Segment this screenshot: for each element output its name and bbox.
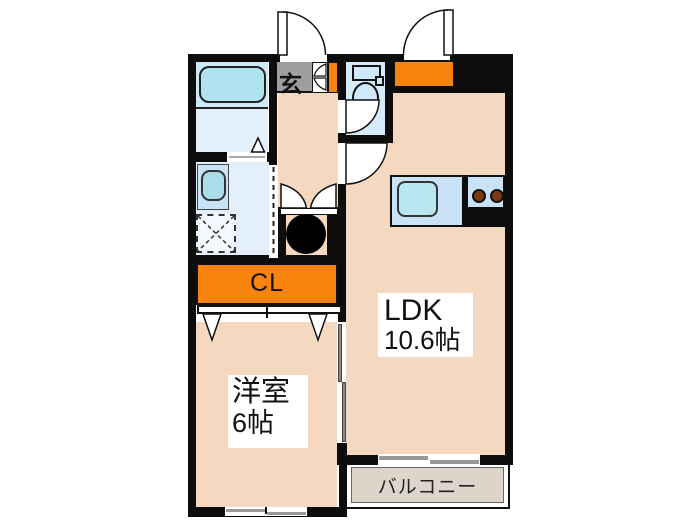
- closet: [196, 263, 338, 305]
- utility-alcove-circle: [286, 214, 326, 254]
- ldk-label-box: LDK 10.6帖: [378, 293, 473, 357]
- partition-sliding-panel: [338, 324, 342, 382]
- wall-under-storage: [393, 87, 513, 93]
- wall-closet-right: [338, 263, 346, 322]
- toilet-bowl: [352, 82, 379, 114]
- wall-bathroom-right: [269, 62, 277, 263]
- hallway-floor: [278, 93, 338, 213]
- storage-box-top-right: [393, 60, 455, 88]
- service-door-arc: [402, 9, 449, 56]
- ldk-door-opening: [338, 143, 346, 184]
- entrance-door-arc: [282, 11, 327, 56]
- wall-left: [188, 54, 196, 517]
- balcony-window-pane: [430, 460, 479, 464]
- toilet-tank: [352, 65, 381, 81]
- shoe-cabinet-door-strip: [312, 62, 328, 93]
- wall-right: [505, 54, 513, 465]
- closet-label: CL: [250, 269, 284, 297]
- ldk-label: LDK: [384, 294, 443, 327]
- washing-machine-pan: [196, 214, 236, 253]
- ldk-floor: [393, 93, 505, 455]
- bathroom-door-leaf: [229, 156, 265, 158]
- wall-ldk-bottom-left: [339, 455, 378, 465]
- wall-ldk-bottom-right: [480, 455, 513, 465]
- window-center-tick: [265, 507, 267, 514]
- entrance-label: 玄: [279, 71, 302, 97]
- toilet-flush-knob: [375, 76, 384, 86]
- wall-corner-chunk: [455, 54, 513, 93]
- kitchen-counter-divider: [462, 175, 468, 227]
- western-room-label: 洋室: [232, 376, 291, 408]
- stove-burner-icon: [472, 189, 486, 203]
- ldk-size-label: 10.6帖: [384, 324, 461, 355]
- wall-toilet-right: [385, 62, 393, 135]
- closet-doors-center-tick: [266, 305, 268, 318]
- stove-front-panel: [468, 207, 505, 227]
- toilet-door-opening: [338, 100, 346, 133]
- wall-alcove-right: [327, 207, 338, 255]
- washroom-door-opening: [269, 165, 278, 258]
- service-door-leaf: [443, 9, 454, 56]
- bathroom-floor: [196, 107, 268, 152]
- shoe-cabinet: [328, 62, 338, 93]
- stove-burner-icon: [490, 189, 504, 203]
- partition-sliding-panel: [342, 382, 346, 442]
- washbasin-bowl: [201, 170, 226, 201]
- closet-doors-bar: [197, 305, 342, 314]
- entrance-door-leaf: [277, 11, 288, 56]
- window-pane: [267, 512, 306, 515]
- alcove-bifold-bar: [280, 208, 338, 215]
- window-pane: [226, 509, 265, 512]
- wall-toilet-bottom: [338, 135, 393, 143]
- kitchen-sink: [397, 181, 438, 217]
- wall-partition-lower: [337, 443, 347, 465]
- wall-alcove-left: [278, 207, 286, 255]
- wall-balcony-left: [339, 465, 347, 509]
- wall-closet-top: [188, 255, 346, 263]
- entrance-tile: [277, 62, 312, 93]
- balcony-label: バルコニー: [377, 477, 478, 498]
- balcony-window-pane: [379, 456, 428, 460]
- bathtub: [199, 66, 266, 103]
- western-room-label-box: 洋室 6帖: [228, 375, 308, 448]
- wall-top-2: [327, 54, 404, 62]
- balcony-floor: [351, 467, 504, 503]
- western-room-size-label: 6帖: [232, 407, 275, 438]
- wall-top-1: [188, 54, 280, 62]
